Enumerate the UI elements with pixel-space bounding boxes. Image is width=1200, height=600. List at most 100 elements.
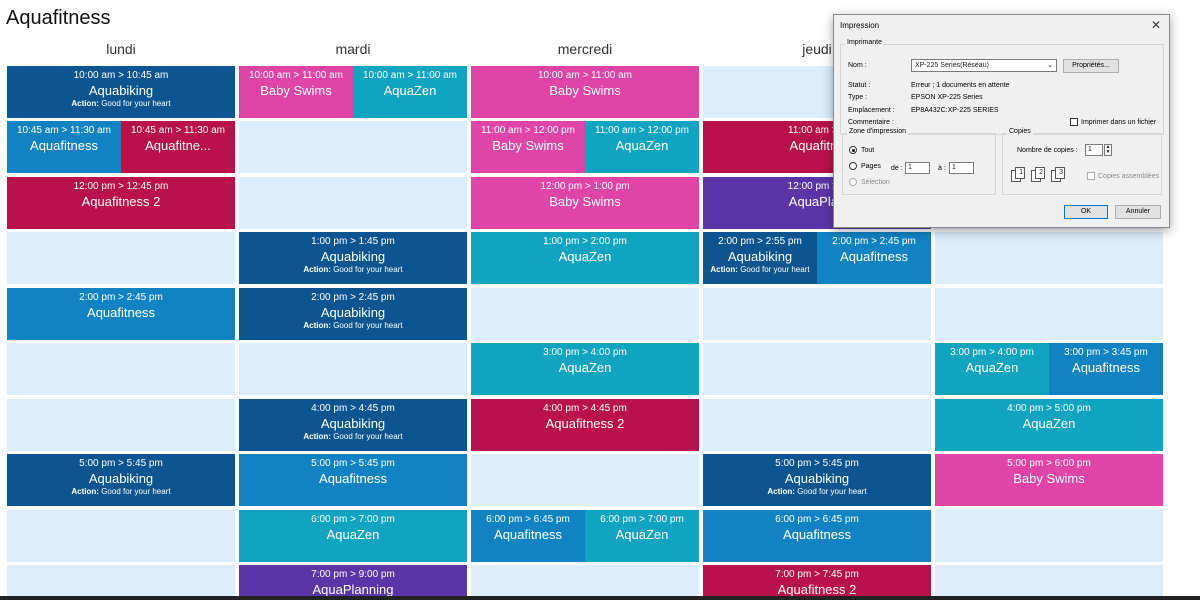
empty-slot[interactable] <box>935 232 1163 284</box>
printer-select[interactable]: XP-225 Series(Réseau) ⌄ <box>911 59 1057 72</box>
range-all-radio[interactable] <box>849 146 857 154</box>
location-label: Emplacement : <box>848 107 895 114</box>
event-name: Aquafitness <box>783 527 851 542</box>
empty-slot[interactable] <box>7 232 235 284</box>
event-time: 5:00 pm > 5:45 pm <box>311 458 395 469</box>
copies-group: Copies Nombre de copies : 1 ▲▼ 1 1 2 2 3… <box>1002 128 1162 195</box>
location-value: EP8A432C:XP-225 SERIES <box>911 107 999 114</box>
empty-slot[interactable] <box>239 177 467 229</box>
range-pages-radio[interactable] <box>849 162 857 170</box>
event-aquafitness[interactable]: 6:00 pm > 6:45 pm Aquafitness <box>703 510 931 562</box>
event-name: AquaZen <box>326 527 380 542</box>
event-time: 1:00 pm > 2:00 pm <box>543 236 627 247</box>
empty-slot[interactable] <box>7 510 235 562</box>
event-baby-swims[interactable]: 5:00 pm > 6:00 pm Baby Swims <box>935 454 1163 506</box>
collate-checkbox[interactable] <box>1087 172 1095 180</box>
empty-slot[interactable] <box>7 399 235 451</box>
empty-slot[interactable] <box>703 399 931 451</box>
event-time: 11:00 am > 1 <box>788 125 846 136</box>
to-page-input[interactable]: 1 <box>949 162 974 174</box>
taskbar-strip <box>0 596 1200 600</box>
chevron-down-icon: ⌄ <box>1047 62 1053 69</box>
empty-slot[interactable] <box>239 121 467 173</box>
empty-slot[interactable] <box>935 510 1163 562</box>
type-value: EPSON XP-225 Series <box>911 94 983 101</box>
empty-slot[interactable] <box>935 565 1163 600</box>
print-to-file-checkbox[interactable] <box>1070 118 1078 126</box>
empty-slot[interactable] <box>935 288 1163 340</box>
empty-slot[interactable] <box>471 454 699 506</box>
range-selection-radio[interactable] <box>849 178 857 186</box>
event-time: 6:00 pm > 6:45 pm <box>775 514 859 525</box>
event-name: Baby Swims <box>492 138 564 153</box>
status-value: Erreur ; 1 documents en attente <box>911 82 1010 89</box>
empty-slot[interactable] <box>703 343 931 395</box>
copies-spinner[interactable]: ▲▼ <box>1104 144 1112 156</box>
empty-slot[interactable] <box>7 565 235 600</box>
empty-slot[interactable] <box>239 343 467 395</box>
empty-slot[interactable] <box>7 343 235 395</box>
properties-button[interactable]: Propriétés... <box>1063 59 1119 73</box>
range-all-label: Tout <box>861 147 875 154</box>
collate-label: Copies assemblées <box>1098 173 1160 180</box>
ok-button[interactable]: OK <box>1064 205 1108 219</box>
empty-slot[interactable] <box>471 288 699 340</box>
from-page-input[interactable]: 1 <box>905 162 930 174</box>
event-action-text: Good for your heart <box>101 99 171 108</box>
copies-input[interactable]: 1 <box>1085 144 1103 156</box>
event-action: Action: Good for your heart <box>239 265 467 275</box>
copies-label: Nombre de copies : <box>1017 147 1078 154</box>
event-action-text: Good for your heart <box>797 487 867 496</box>
event-action-text: Good for your heart <box>740 265 810 274</box>
event-time: 4:00 pm > 5:00 pm <box>1007 403 1091 414</box>
empty-slot[interactable] <box>703 288 931 340</box>
event-time: 7:00 pm > 9:00 pm <box>311 569 395 580</box>
event-time: 5:00 pm > 5:45 pm <box>79 458 163 469</box>
event-action-label: Action: <box>71 99 99 108</box>
event-name: Aquafitness <box>1072 360 1140 375</box>
event-aquaplanning[interactable]: 7:00 pm > 9:00 pm AquaPlanning <box>239 565 467 600</box>
close-icon[interactable]: ✕ <box>1150 18 1161 32</box>
event-action-label: Action: <box>303 321 331 330</box>
event-time: 2:00 pm > 2:45 pm <box>311 292 395 303</box>
empty-slot[interactable] <box>471 565 699 600</box>
event-time: 3:00 pm > 4:00 pm <box>543 347 627 358</box>
event-name: AquaPlanning <box>312 582 394 597</box>
event-time: 5:00 pm > 5:45 pm <box>775 458 859 469</box>
copies-title: Copies <box>1007 128 1033 135</box>
event-name: Aquafitness <box>87 305 155 320</box>
event-name: Baby Swims <box>1013 471 1085 486</box>
cancel-button[interactable]: Annuler <box>1115 205 1161 219</box>
range-selection-label: Sélection <box>861 179 890 186</box>
event-time: 5:00 pm > 6:00 pm <box>1007 458 1091 469</box>
